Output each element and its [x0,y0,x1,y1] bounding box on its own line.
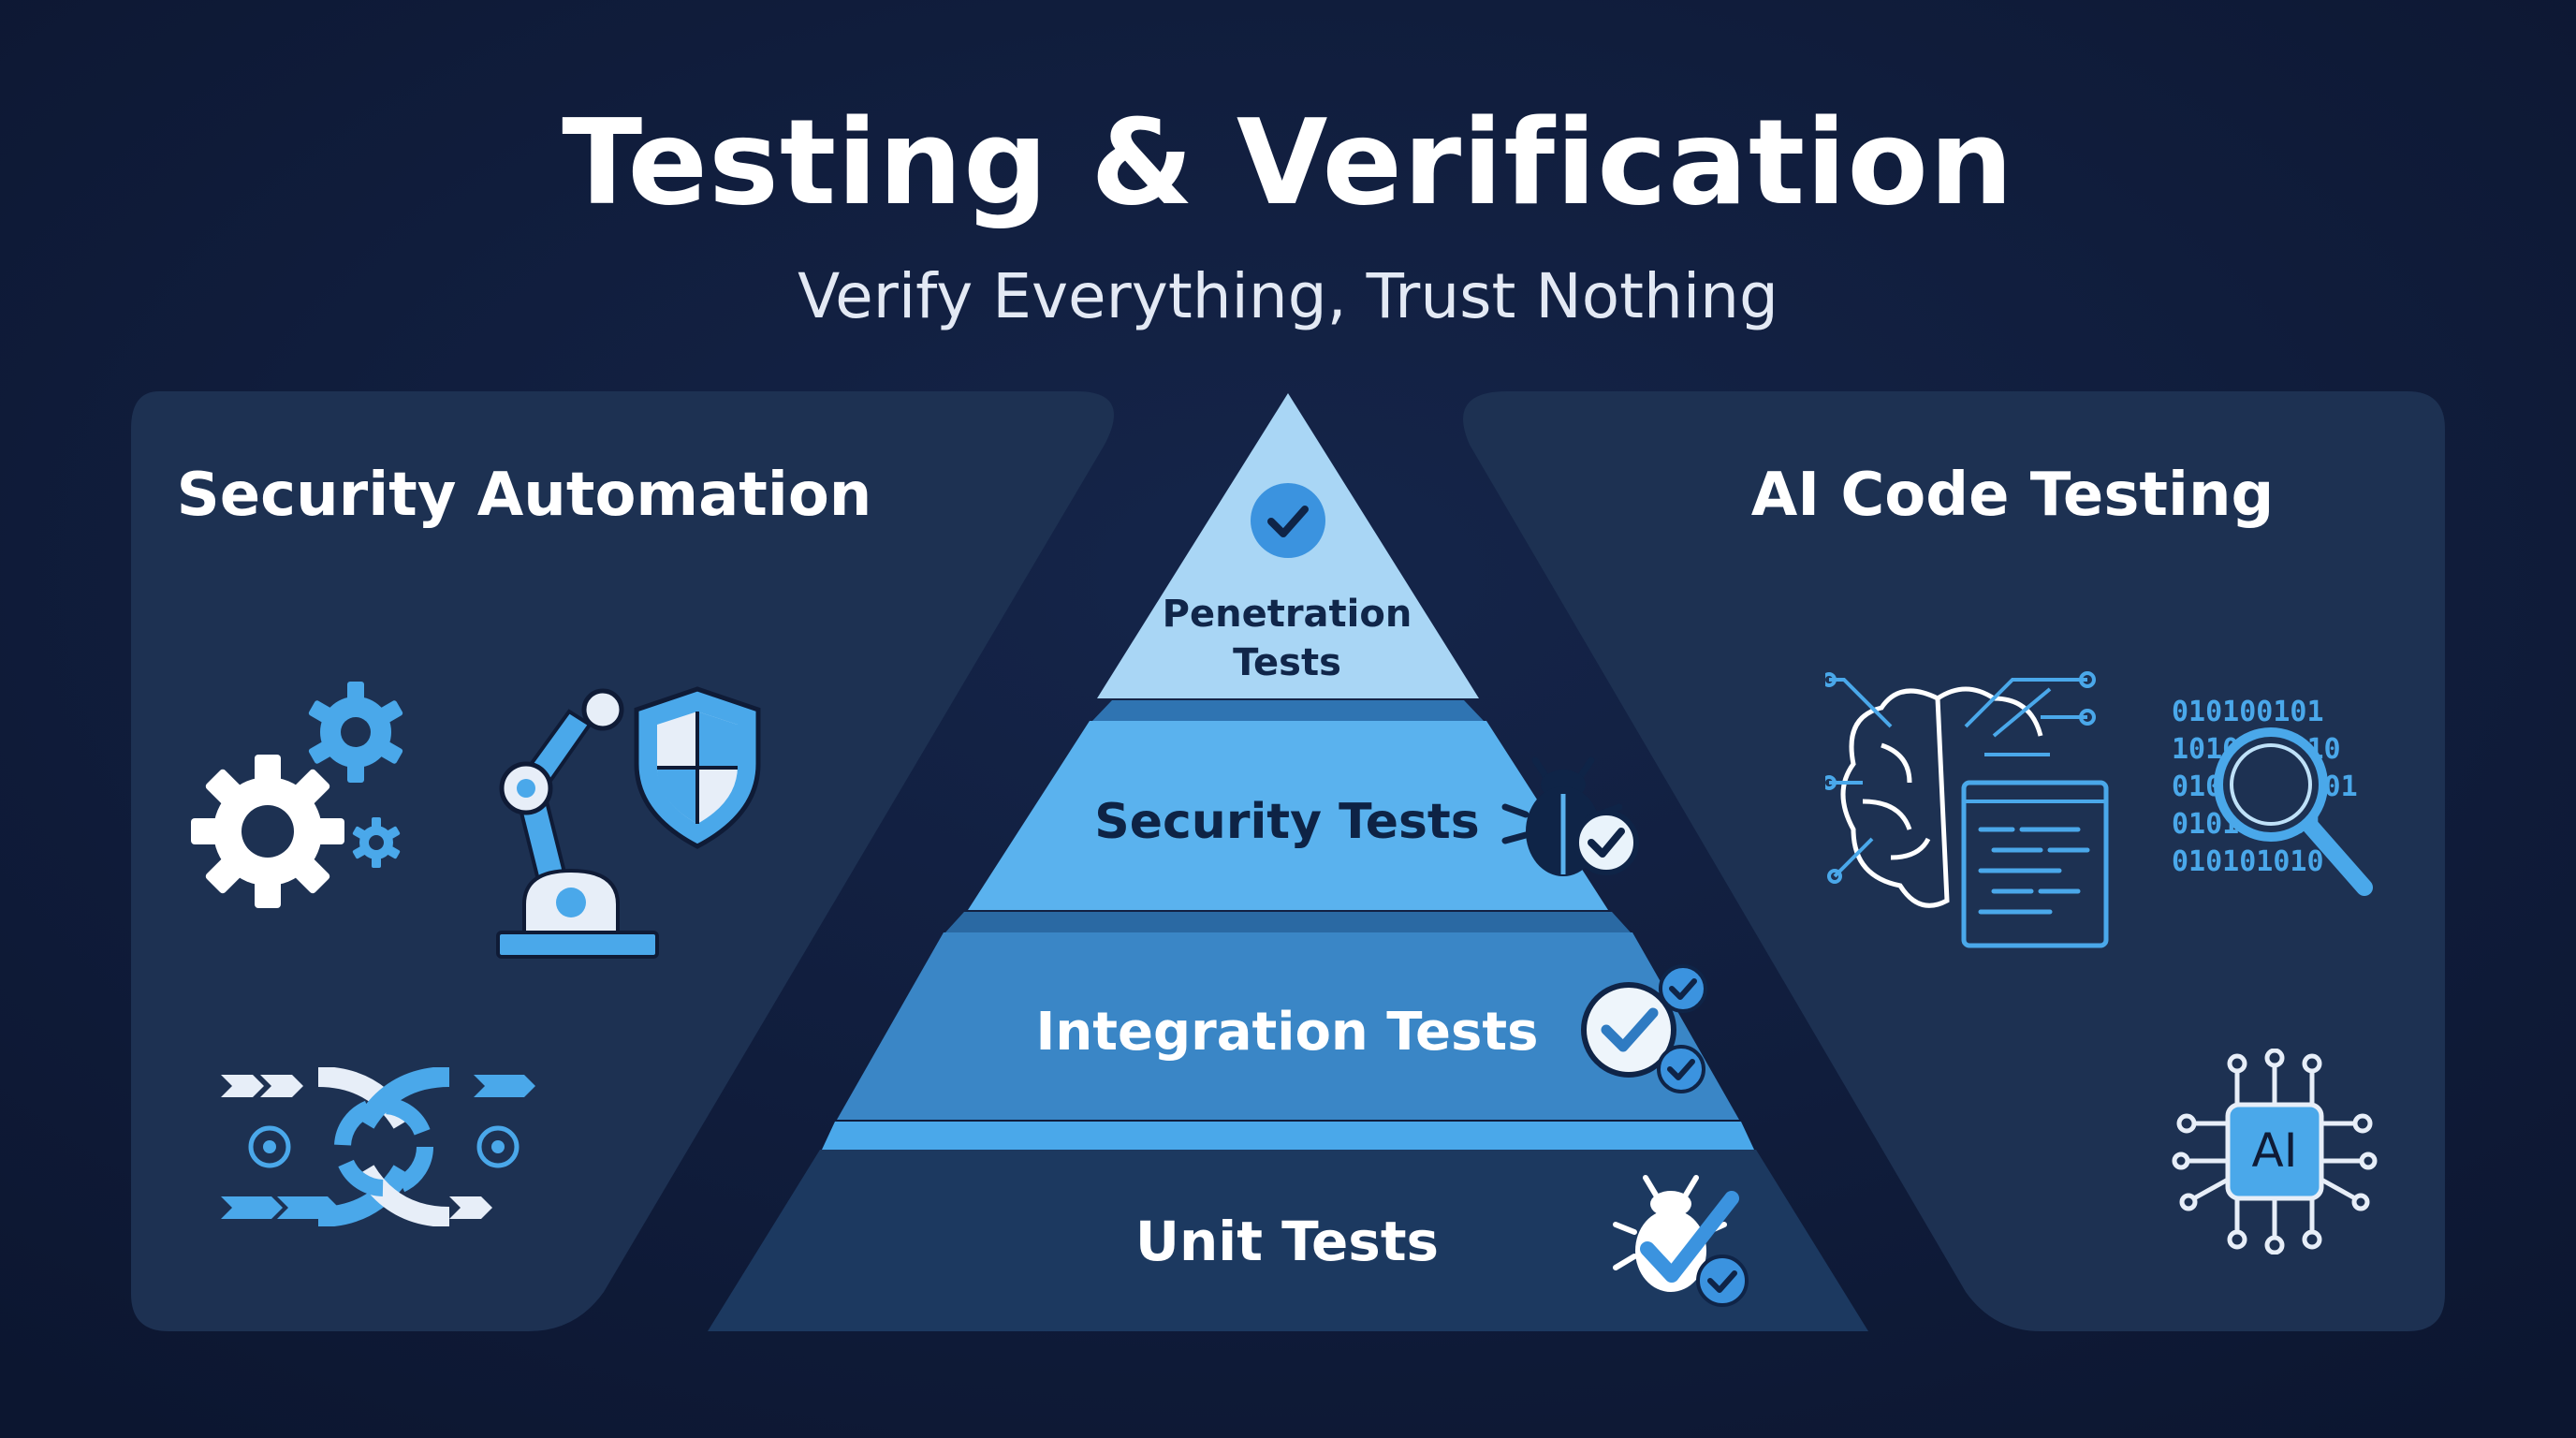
shield-icon [634,686,761,849]
brain-code-icon [1825,671,2109,948]
svg-text:010101010: 010101010 [2172,845,2324,878]
check-circle-icon [1251,483,1325,558]
pyramid-tier-integration-shadow [945,912,1631,932]
bug-check-icon [1501,756,1639,876]
bug-checkmark-icon [1613,1175,1749,1307]
right-panel [1463,391,2445,1331]
svg-text:AI: AI [2252,1123,2298,1178]
tier-label-integration: Integration Tests [1035,1002,1539,1063]
tier-label-penetration-line1: Penetration [1162,593,1412,636]
binary-magnifier-icon: 010100101 1010100010 01010010001 0101001… [2172,696,2373,896]
tier-label-unit: Unit Tests [1134,1210,1440,1273]
pyramid-tier-security [968,721,1608,910]
pyramid-tier-security-shadow [1092,700,1484,721]
tier-label-penetration-line2: Tests [1233,641,1341,684]
pyramid-tier-unit-shadow [822,1122,1754,1150]
page-title: Testing & Verification [562,94,2014,231]
pipeline-cycle-icon [221,1067,535,1226]
gears-icon [191,682,403,908]
multi-check-icon [1581,964,1707,1093]
robot-arm-icon [496,688,659,959]
pyramid-tier-unit [708,1150,1868,1331]
security-automation-title: Security Automation [176,461,872,530]
tier-label-penetration: Penetration Tests [1114,590,1460,687]
ai-code-testing-title: AI Code Testing [1750,461,2275,530]
page-subtitle: Verify Everything, Trust Nothing [798,260,1778,332]
svg-text:010100101: 010100101 [2172,696,2324,728]
ai-chip-icon: AI [2172,1049,2378,1255]
pyramid-tier-integration [837,932,1739,1120]
tier-label-security: Security Tests [1094,794,1480,850]
